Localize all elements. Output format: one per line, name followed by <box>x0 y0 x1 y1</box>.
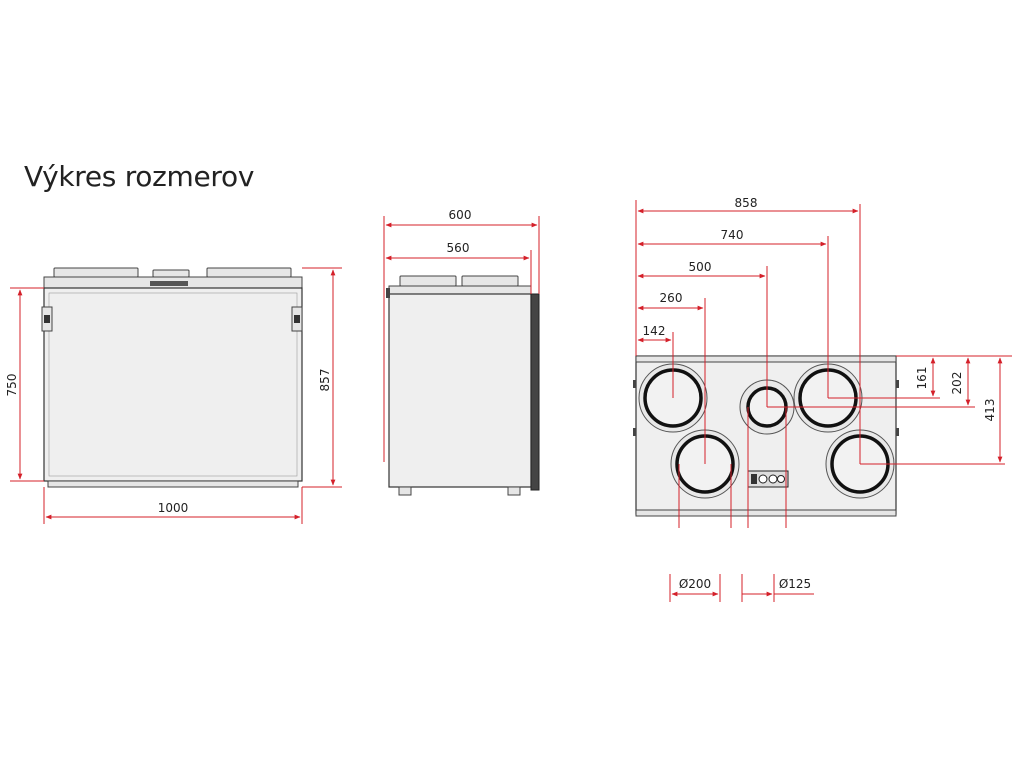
dim-1000: 1000 <box>158 501 189 515</box>
page-title: Výkres rozmerov <box>24 160 255 193</box>
side-connector-right <box>461 275 519 287</box>
dim-260: 260 <box>660 291 683 305</box>
dim-500: 500 <box>689 260 712 274</box>
dim-560: 560 <box>447 241 470 255</box>
side-foot-right <box>507 486 521 496</box>
front-connector-mid <box>152 269 190 278</box>
dim-600: 600 <box>449 208 472 222</box>
dim-857: 857 <box>318 369 332 392</box>
front-body <box>43 287 303 482</box>
side-back-panel <box>530 293 540 491</box>
side-top-band <box>388 285 532 295</box>
dim-858: 858 <box>735 196 758 210</box>
front-connector-right <box>206 267 292 278</box>
dim-dia125: Ø125 <box>779 577 811 591</box>
dim-740: 740 <box>721 228 744 242</box>
dim-dia200: Ø200 <box>679 577 711 591</box>
dim-142: 142 <box>643 324 666 338</box>
front-view: 750 857 1000 <box>5 267 342 524</box>
side-connector-left <box>399 275 457 287</box>
side-foot-left <box>398 486 412 496</box>
electrical-connector-block <box>747 470 789 488</box>
side-view: 600 560 <box>383 208 540 496</box>
front-label-plate <box>150 281 188 286</box>
dim-202: 202 <box>950 372 964 395</box>
dim-413: 413 <box>983 399 997 422</box>
top-view: 858 740 500 260 142 161 202 413 <box>633 196 1012 602</box>
dim-161: 161 <box>915 367 929 390</box>
dim-750: 750 <box>5 374 19 397</box>
front-base <box>47 480 299 488</box>
side-body <box>388 293 532 488</box>
front-connector-left <box>53 267 139 278</box>
